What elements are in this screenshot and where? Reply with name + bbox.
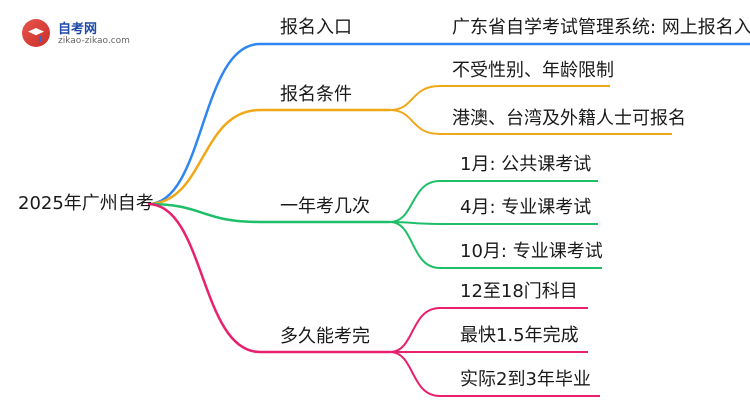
connector-branch-frequency <box>147 202 390 224</box>
branch-duration: 多久能考完 <box>280 326 370 347</box>
connector-branch-duration <box>147 202 390 354</box>
connector-leaf <box>389 307 588 353</box>
branch-entry: 报名入口 <box>280 17 352 38</box>
connector-leaf <box>389 351 600 397</box>
connector-leaf <box>389 85 610 111</box>
connector-leaf <box>389 221 602 269</box>
connector-leaf <box>389 221 598 225</box>
logo-url: zikao-zikao.com <box>58 36 130 46</box>
leaf-duration-actual: 实际2到3年毕业 <box>460 369 591 390</box>
leaf-entry-system: 广东省自学考试管理系统: 网上报名入口 <box>452 17 750 38</box>
leaf-frequency-jan: 1月: 公共课考试 <box>460 154 592 175</box>
connector-leaf <box>389 109 672 135</box>
connector-branch-conditions <box>147 108 390 206</box>
connector-leaf <box>389 180 598 223</box>
connector-branch-entry <box>147 42 750 206</box>
leaf-condition-age: 不受性别、年龄限制 <box>452 60 614 81</box>
branch-frequency: 一年考几次 <box>280 196 370 217</box>
leaf-frequency-apr: 4月: 专业课考试 <box>460 197 592 218</box>
logo-name: 自考网 <box>58 22 98 37</box>
mindmap-root: 2025年广州自考 <box>18 193 154 214</box>
leaf-frequency-oct: 10月: 专业课考试 <box>460 241 603 262</box>
leaf-duration-subjects: 12至18门科目 <box>460 281 578 302</box>
leaf-duration-fastest: 最快1.5年完成 <box>460 325 579 346</box>
branch-conditions: 报名条件 <box>280 84 352 105</box>
graduation-cap-icon <box>22 19 50 47</box>
site-logo[interactable]: 自考网 zikao-zikao.com <box>22 16 162 50</box>
leaf-condition-foreign: 港澳、台湾及外籍人士可报名 <box>452 108 686 129</box>
